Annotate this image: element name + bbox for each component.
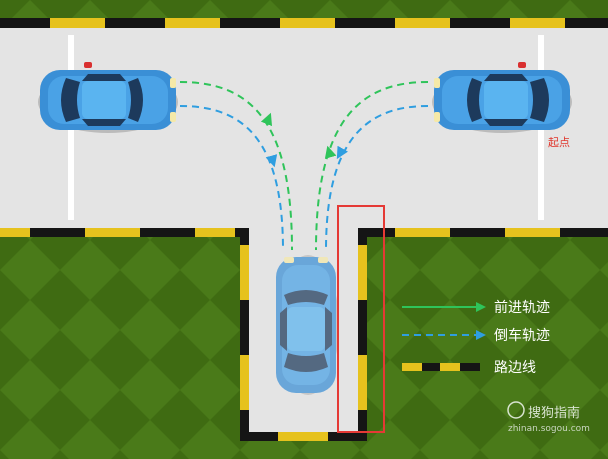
legend-reverse-swatch [402, 330, 486, 340]
watermark-url: zhinan.sogou.com [508, 424, 590, 434]
curb-right [358, 228, 608, 440]
car-parked [276, 255, 339, 395]
forward-path-right [315, 81, 429, 251]
car-top-right [432, 62, 572, 133]
curb-left [0, 228, 249, 440]
forward-path-left [179, 81, 293, 251]
start-label: 起点 [548, 136, 570, 149]
legend-curb-swatch [402, 363, 480, 371]
legend-reverse-label: 倒车轨迹 [494, 328, 550, 344]
highlight-box [337, 205, 385, 433]
car-top-left [38, 62, 178, 133]
watermark-logo-text: 搜狗指南 [528, 406, 581, 421]
sogou-logo-icon [507, 401, 525, 419]
curb-bay-bottom [240, 432, 367, 441]
top-curb [0, 18, 608, 28]
reverse-path-right [325, 105, 429, 251]
legend-forward-label: 前进轨迹 [494, 300, 550, 316]
legend-curb-label: 路边线 [494, 360, 536, 376]
legend-forward-swatch [402, 302, 486, 312]
